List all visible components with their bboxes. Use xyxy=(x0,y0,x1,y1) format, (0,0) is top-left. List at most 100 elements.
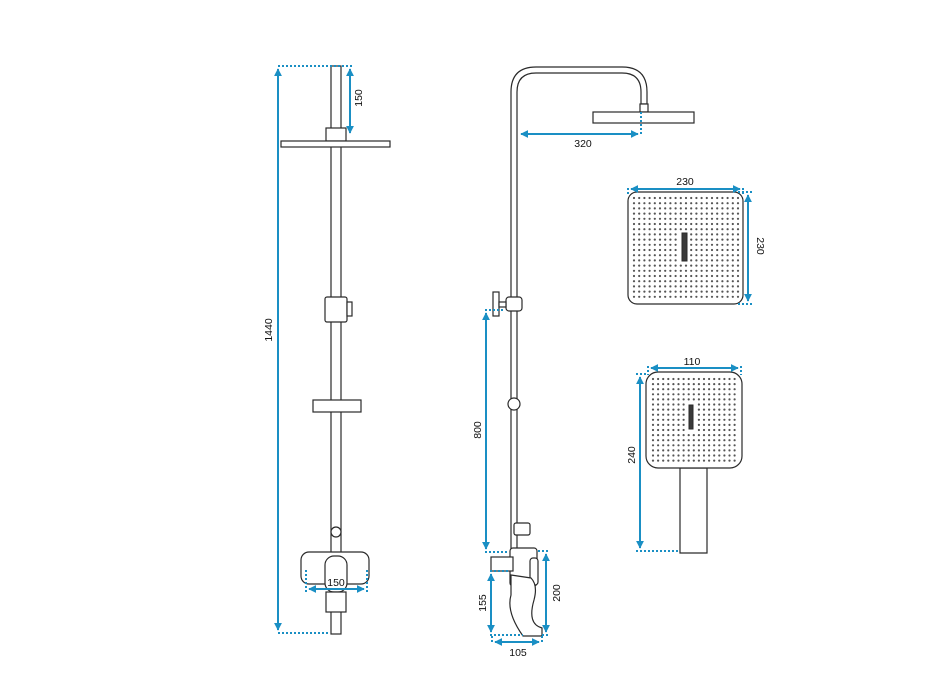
nozzle-dot xyxy=(731,207,734,210)
nozzle-dot xyxy=(632,285,636,288)
nozzle-dot xyxy=(664,217,667,220)
nozzle-dot xyxy=(632,228,636,231)
nozzle-dot xyxy=(682,388,685,391)
nozzle-dot xyxy=(638,274,641,278)
nozzle-dot xyxy=(677,377,680,381)
nozzle-dot xyxy=(662,423,665,426)
nozzle-dot xyxy=(672,418,675,421)
hand-shower-nozzle-grid xyxy=(651,377,736,462)
nozzle-dot xyxy=(667,393,670,396)
nozzle-dot xyxy=(653,243,656,246)
nozzle-dot xyxy=(695,217,698,220)
nozzle-dot xyxy=(731,264,734,267)
nozzle-dot xyxy=(695,248,698,252)
nozzle-dot xyxy=(690,295,693,298)
nozzle-dot xyxy=(648,280,651,283)
nozzle-dot xyxy=(653,269,656,272)
nozzle-dot xyxy=(708,413,711,416)
nozzle-dot xyxy=(692,459,695,462)
nozzle-dot xyxy=(723,403,726,406)
nozzle-dot xyxy=(658,202,662,205)
nozzle-dot xyxy=(716,259,719,262)
nozzle-dot xyxy=(667,454,670,457)
nozzle-dot xyxy=(662,413,665,416)
nozzle-dot xyxy=(705,259,708,262)
nozzle-dot xyxy=(658,222,662,226)
nozzle-dot xyxy=(705,207,708,210)
nozzle-dot xyxy=(702,413,706,416)
nozzle-dot xyxy=(651,383,655,386)
nozzle-dot xyxy=(708,428,711,432)
nozzle-dot xyxy=(708,418,711,421)
nozzle-dot xyxy=(632,233,636,236)
nozzle-dot xyxy=(643,233,646,236)
nozzle-dot xyxy=(643,228,646,231)
nozzle-dot xyxy=(697,413,701,416)
nozzle-dot xyxy=(713,393,716,396)
nozzle-dot xyxy=(643,264,646,267)
nozzle-dot xyxy=(648,238,651,241)
nozzle-dot xyxy=(702,454,706,457)
nozzle-dot xyxy=(710,248,714,252)
nozzle-dot xyxy=(643,285,646,288)
hand-width-label: 110 xyxy=(684,356,701,368)
nozzle-dot xyxy=(713,418,716,421)
nozzle-dot xyxy=(677,393,680,396)
nozzle-dot xyxy=(716,264,719,267)
nozzle-dot xyxy=(648,254,651,257)
nozzle-dot xyxy=(718,449,721,452)
nozzle-dot xyxy=(653,217,656,220)
nozzle-dot xyxy=(702,377,706,381)
nozzle-dot xyxy=(684,285,688,288)
nozzle-dot xyxy=(733,444,736,447)
nozzle-dot xyxy=(658,280,662,283)
nozzle-dot xyxy=(672,398,675,401)
nozzle-dot xyxy=(684,212,688,215)
nozzle-dot xyxy=(679,196,682,200)
nozzle-dot xyxy=(648,290,651,293)
nozzle-dot xyxy=(726,295,729,298)
nozzle-dot xyxy=(700,290,703,293)
nozzle-dot xyxy=(721,243,724,246)
nozzle-dot xyxy=(731,280,734,283)
nozzle-dot xyxy=(679,202,682,205)
nozzle-dot xyxy=(662,398,665,401)
nozzle-dot xyxy=(708,449,711,452)
nozzle-dot xyxy=(728,393,731,396)
nozzle-dot xyxy=(697,403,701,406)
nozzle-dot xyxy=(690,233,693,236)
nozzle-dot xyxy=(679,295,682,298)
nozzle-dot xyxy=(687,434,690,437)
nozzle-dot xyxy=(705,248,708,252)
nozzle-dot xyxy=(690,222,693,226)
nozzle-dot xyxy=(658,274,662,278)
nozzle-dot xyxy=(702,383,706,386)
nozzle-dot xyxy=(674,217,677,220)
nozzle-dot xyxy=(674,274,677,278)
nozzle-dot xyxy=(662,454,665,457)
nozzle-dot xyxy=(692,439,695,442)
nozzle-dot xyxy=(728,403,731,406)
nozzle-dot xyxy=(700,196,703,200)
nozzle-dot xyxy=(643,217,646,220)
nozzle-dot xyxy=(690,243,693,246)
nozzle-dot xyxy=(692,388,695,391)
nozzle-dot xyxy=(695,202,698,205)
nozzle-dot xyxy=(657,408,660,411)
nozzle-dot xyxy=(679,269,682,272)
nozzle-dot xyxy=(721,248,724,252)
nozzle-dot xyxy=(700,212,703,215)
nozzle-dot xyxy=(710,274,714,278)
nozzle-dot xyxy=(664,254,667,257)
nozzle-dot xyxy=(648,274,651,278)
nozzle-dot xyxy=(728,434,731,437)
nozzle-dot xyxy=(632,290,636,293)
nozzle-dot xyxy=(684,290,688,293)
nozzle-dot xyxy=(713,403,716,406)
nozzle-dot xyxy=(677,413,680,416)
hand-shower-handle xyxy=(679,467,708,554)
nozzle-dot xyxy=(690,248,693,252)
nozzle-dot xyxy=(700,259,703,262)
nozzle-dot xyxy=(726,269,729,272)
nozzle-dot xyxy=(695,290,698,293)
